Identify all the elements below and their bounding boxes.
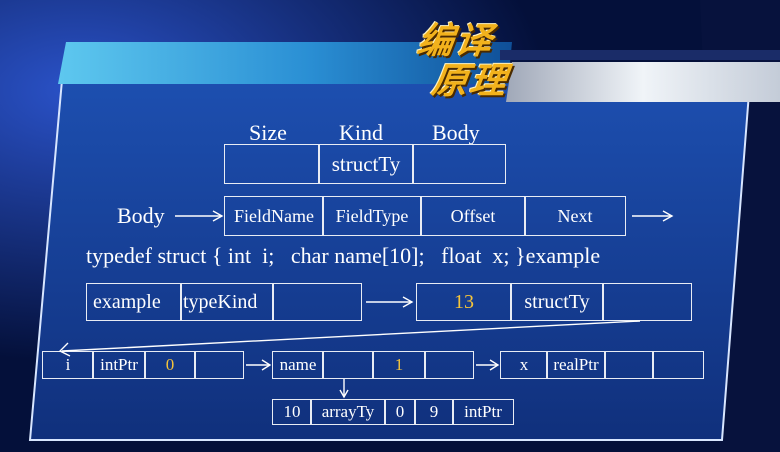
field-x-offset — [604, 351, 654, 379]
field-name-next — [424, 351, 474, 379]
kind-label: Kind — [339, 120, 383, 145]
example-ptr-cell — [272, 283, 362, 321]
example-name-cell: example — [86, 283, 182, 321]
fieldtype-cell: FieldType — [322, 196, 422, 236]
array-low-cell: 0 — [384, 399, 416, 425]
field-i-type: intPtr — [92, 351, 146, 379]
struct-body-cell — [602, 283, 692, 321]
array-elem-cell: intPtr — [452, 399, 514, 425]
field-name-type — [322, 351, 374, 379]
field-i-name: i — [42, 351, 94, 379]
body-label: Body — [432, 120, 480, 145]
body-cell — [412, 144, 506, 184]
array-size-cell: 10 — [272, 399, 312, 425]
array-up-cell: 9 — [414, 399, 454, 425]
field-name-offset: 1 — [372, 351, 426, 379]
field-i-offset: 0 — [144, 351, 196, 379]
field-name-name: name — [272, 351, 324, 379]
struct-kind-cell: structTy — [510, 283, 604, 321]
fieldname-cell: FieldName — [224, 196, 324, 236]
size-cell — [224, 144, 320, 184]
array-kind-cell: arrayTy — [310, 399, 386, 425]
field-x-name: x — [500, 351, 548, 379]
kind-cell: structTy — [318, 144, 414, 184]
field-i-next — [194, 351, 244, 379]
body-row-label: Body — [117, 203, 165, 228]
next-cell: Next — [524, 196, 626, 236]
example-kind-cell: typeKind — [180, 283, 274, 321]
size-label: Size — [249, 120, 287, 145]
offset-cell: Offset — [420, 196, 526, 236]
struct-size-cell: 13 — [416, 283, 512, 321]
typedef-code: typedef struct { int i; char name[10]; f… — [86, 243, 601, 268]
field-x-type: realPtr — [546, 351, 606, 379]
field-x-next — [652, 351, 704, 379]
